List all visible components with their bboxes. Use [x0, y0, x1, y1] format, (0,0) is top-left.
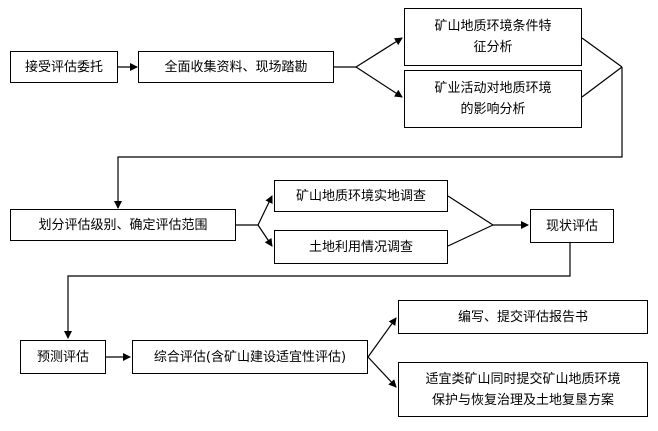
line-env-conditions-to-merge — [581, 37, 623, 68]
node-mining-impact-line1: 矿业活动对地质环境 — [434, 81, 552, 96]
node-collect-data-label: 全面收集资料、现场踏勘 — [164, 59, 308, 75]
line-mining-impact-to-merge — [581, 66, 623, 98]
arrow-status-to-prediction — [64, 243, 571, 339]
node-land-use-survey-label: 土地利用情况调查 — [308, 239, 413, 255]
node-prediction: 预测评估 — [20, 340, 106, 374]
node-accept-commission: 接受评估委托 — [10, 51, 118, 83]
node-plan-submission: 适宜类矿山同时提交矿山地质环境 保护与恢复治理及土地复垦方案 — [398, 362, 648, 417]
node-mining-impact: 矿业活动对地质环境 的影响分析 — [404, 70, 582, 128]
node-field-survey-label: 矿山地质环境实地调查 — [295, 188, 426, 204]
arrow-comprehensive-to-report — [367, 317, 397, 358]
node-env-conditions: 矿山地质环境条件特 征分析 — [404, 8, 582, 66]
node-write-report-label: 编写、提交评估报告书 — [457, 309, 588, 325]
arrow-fork-to-field-survey — [257, 195, 273, 226]
node-comprehensive-label: 综合评估(含矿山建设适宜性评估) — [153, 349, 347, 365]
node-env-conditions-line2: 征分析 — [473, 40, 513, 55]
arrow-fork-to-mining-impact — [355, 66, 403, 98]
node-write-report: 编写、提交评估报告书 — [398, 300, 648, 334]
arrow-fork-to-land-use — [257, 224, 273, 247]
node-status-assessment-label: 现状评估 — [545, 218, 598, 234]
node-classify-scope-label: 划分评估级别、确定评估范围 — [38, 217, 208, 233]
node-status-assessment: 现状评估 — [530, 209, 614, 243]
node-land-use-survey: 土地利用情况调查 — [274, 230, 448, 264]
node-comprehensive: 综合评估(含矿山建设适宜性评估) — [132, 340, 368, 374]
arrow-fork-to-env-conditions — [355, 37, 403, 68]
arrow-comprehensive-to-plan — [367, 356, 397, 388]
node-env-conditions-line1: 矿山地质环境条件特 — [434, 19, 552, 34]
node-classify-scope: 划分评估级别、确定评估范围 — [10, 209, 236, 241]
node-accept-commission-label: 接受评估委托 — [24, 59, 103, 75]
node-prediction-label: 预测评估 — [36, 349, 89, 365]
line-field-survey-to-merge — [447, 195, 494, 226]
node-plan-submission-line1: 适宜类矿山同时提交矿山地质环境 — [425, 371, 621, 387]
node-mining-impact-line2: 的影响分析 — [460, 102, 526, 117]
line-land-use-to-merge — [447, 224, 494, 247]
node-plan-submission-line2: 保护与恢复治理及土地复垦方案 — [431, 392, 614, 408]
node-collect-data: 全面收集资料、现场踏勘 — [138, 51, 334, 83]
arrow-merge-to-classify — [114, 67, 623, 209]
node-field-survey: 矿山地质环境实地调查 — [274, 180, 448, 212]
